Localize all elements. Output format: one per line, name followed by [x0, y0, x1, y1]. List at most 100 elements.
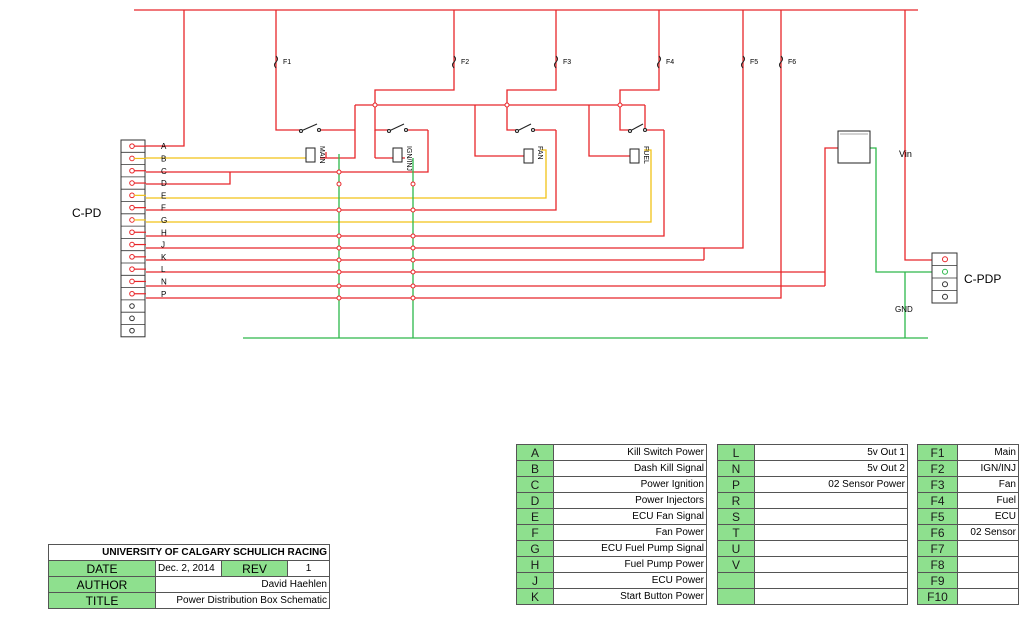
desc-cell [754, 556, 908, 573]
desc-cell [754, 572, 908, 589]
pin-label: N [161, 277, 167, 286]
author-label: AUTHOR [48, 576, 156, 593]
code-cell: B [516, 460, 554, 477]
desc-cell: IGN/INJ [957, 460, 1019, 477]
c-pdp-label: C-PDP [964, 272, 1001, 286]
code-cell: U [717, 540, 755, 557]
pin-label: L [161, 265, 166, 274]
code-cell: F [516, 524, 554, 541]
table-row: U [717, 540, 908, 557]
desc-cell: Dash Kill Signal [553, 460, 707, 477]
relay-coils [305, 147, 640, 164]
title-label: TITLE [48, 592, 156, 609]
relay-label: MAIN [318, 146, 325, 164]
c-pd-pin [129, 229, 135, 236]
c-pd-pin [129, 155, 135, 162]
fuse-label-f3: F3 [563, 59, 571, 66]
desc-cell [754, 540, 908, 557]
title-block: UNIVERSITY OF CALGARY SCHULICH RACING DA… [48, 544, 330, 609]
code-cell: F2 [917, 460, 958, 477]
pin-label: F [161, 204, 166, 213]
desc-cell [754, 588, 908, 605]
pin-label: P [161, 290, 166, 299]
c-pd-pin [129, 303, 135, 309]
code-cell: F8 [917, 556, 958, 573]
pin-label: A [161, 142, 167, 151]
fuse-label-f4: F4 [666, 59, 674, 66]
desc-cell: ECU Fuel Pump Signal [553, 540, 707, 557]
code-cell: F4 [917, 492, 958, 509]
code-cell: A [516, 444, 554, 461]
date-value: Dec. 2, 2014 [155, 560, 222, 577]
c-pd-pin [129, 266, 135, 272]
table-row: S [717, 508, 908, 525]
relay-label: FUEL [642, 146, 649, 164]
pin-label: K [161, 253, 167, 262]
c-pd-pin [129, 143, 135, 149]
desc-cell [754, 492, 908, 509]
pin-label: H [161, 228, 167, 237]
desc-cell [957, 588, 1019, 605]
c-pd-pin [129, 254, 135, 260]
pin-label: B [161, 154, 166, 163]
desc-cell [957, 540, 1019, 557]
vin-label: Vin [899, 149, 912, 159]
c-pdp-pin [942, 281, 948, 288]
rev-label: REV [221, 560, 288, 577]
desc-cell: Fuel [957, 492, 1019, 509]
desc-cell: Main [957, 444, 1019, 461]
desc-cell: 5v Out 1 [754, 444, 908, 461]
pin-label: G [161, 216, 167, 225]
desc-cell: Kill Switch Power [553, 444, 707, 461]
c-pd-pin [129, 278, 135, 285]
table-row: F10 [917, 588, 1019, 605]
desc-cell [957, 572, 1019, 589]
author-value: David Haehlen [155, 576, 330, 593]
power-wires [134, 9, 938, 299]
table-row: V [717, 556, 908, 573]
pin-label: C [161, 167, 167, 176]
code-cell: F5 [917, 508, 958, 525]
gnd-label: GND [895, 305, 913, 314]
code-cell: N [717, 460, 755, 477]
desc-cell: ECU [957, 508, 1019, 525]
code-cell: V [717, 556, 755, 573]
signal-wires [146, 149, 652, 223]
ground-wires [243, 147, 938, 339]
table-row: F7 [917, 540, 1019, 557]
table-row [717, 572, 908, 589]
code-cell [717, 588, 755, 605]
table-row [717, 588, 908, 605]
date-label: DATE [48, 560, 156, 577]
c-pd-label: C-PD [72, 206, 102, 220]
code-cell: C [516, 476, 554, 493]
c-pd-pin [129, 241, 135, 248]
table-row: T [717, 524, 908, 541]
fuse-label-f5: F5 [750, 59, 758, 66]
code-cell: S [717, 508, 755, 525]
fuse-label-f1: F1 [283, 59, 291, 66]
c-pd-pin [129, 315, 135, 322]
desc-cell: ECU Fan Signal [553, 508, 707, 525]
fuse-symbols [273, 55, 784, 69]
pin-label: D [161, 179, 167, 188]
desc-cell: 02 Sensor Power [754, 476, 908, 493]
fuse-label-f2: F2 [461, 59, 469, 66]
fuse-label-f6: F6 [788, 59, 796, 66]
rev-value: 1 [287, 560, 330, 577]
voltage-regulator [837, 130, 871, 164]
code-cell: H [516, 556, 554, 573]
c-pdp-connector [931, 252, 958, 304]
